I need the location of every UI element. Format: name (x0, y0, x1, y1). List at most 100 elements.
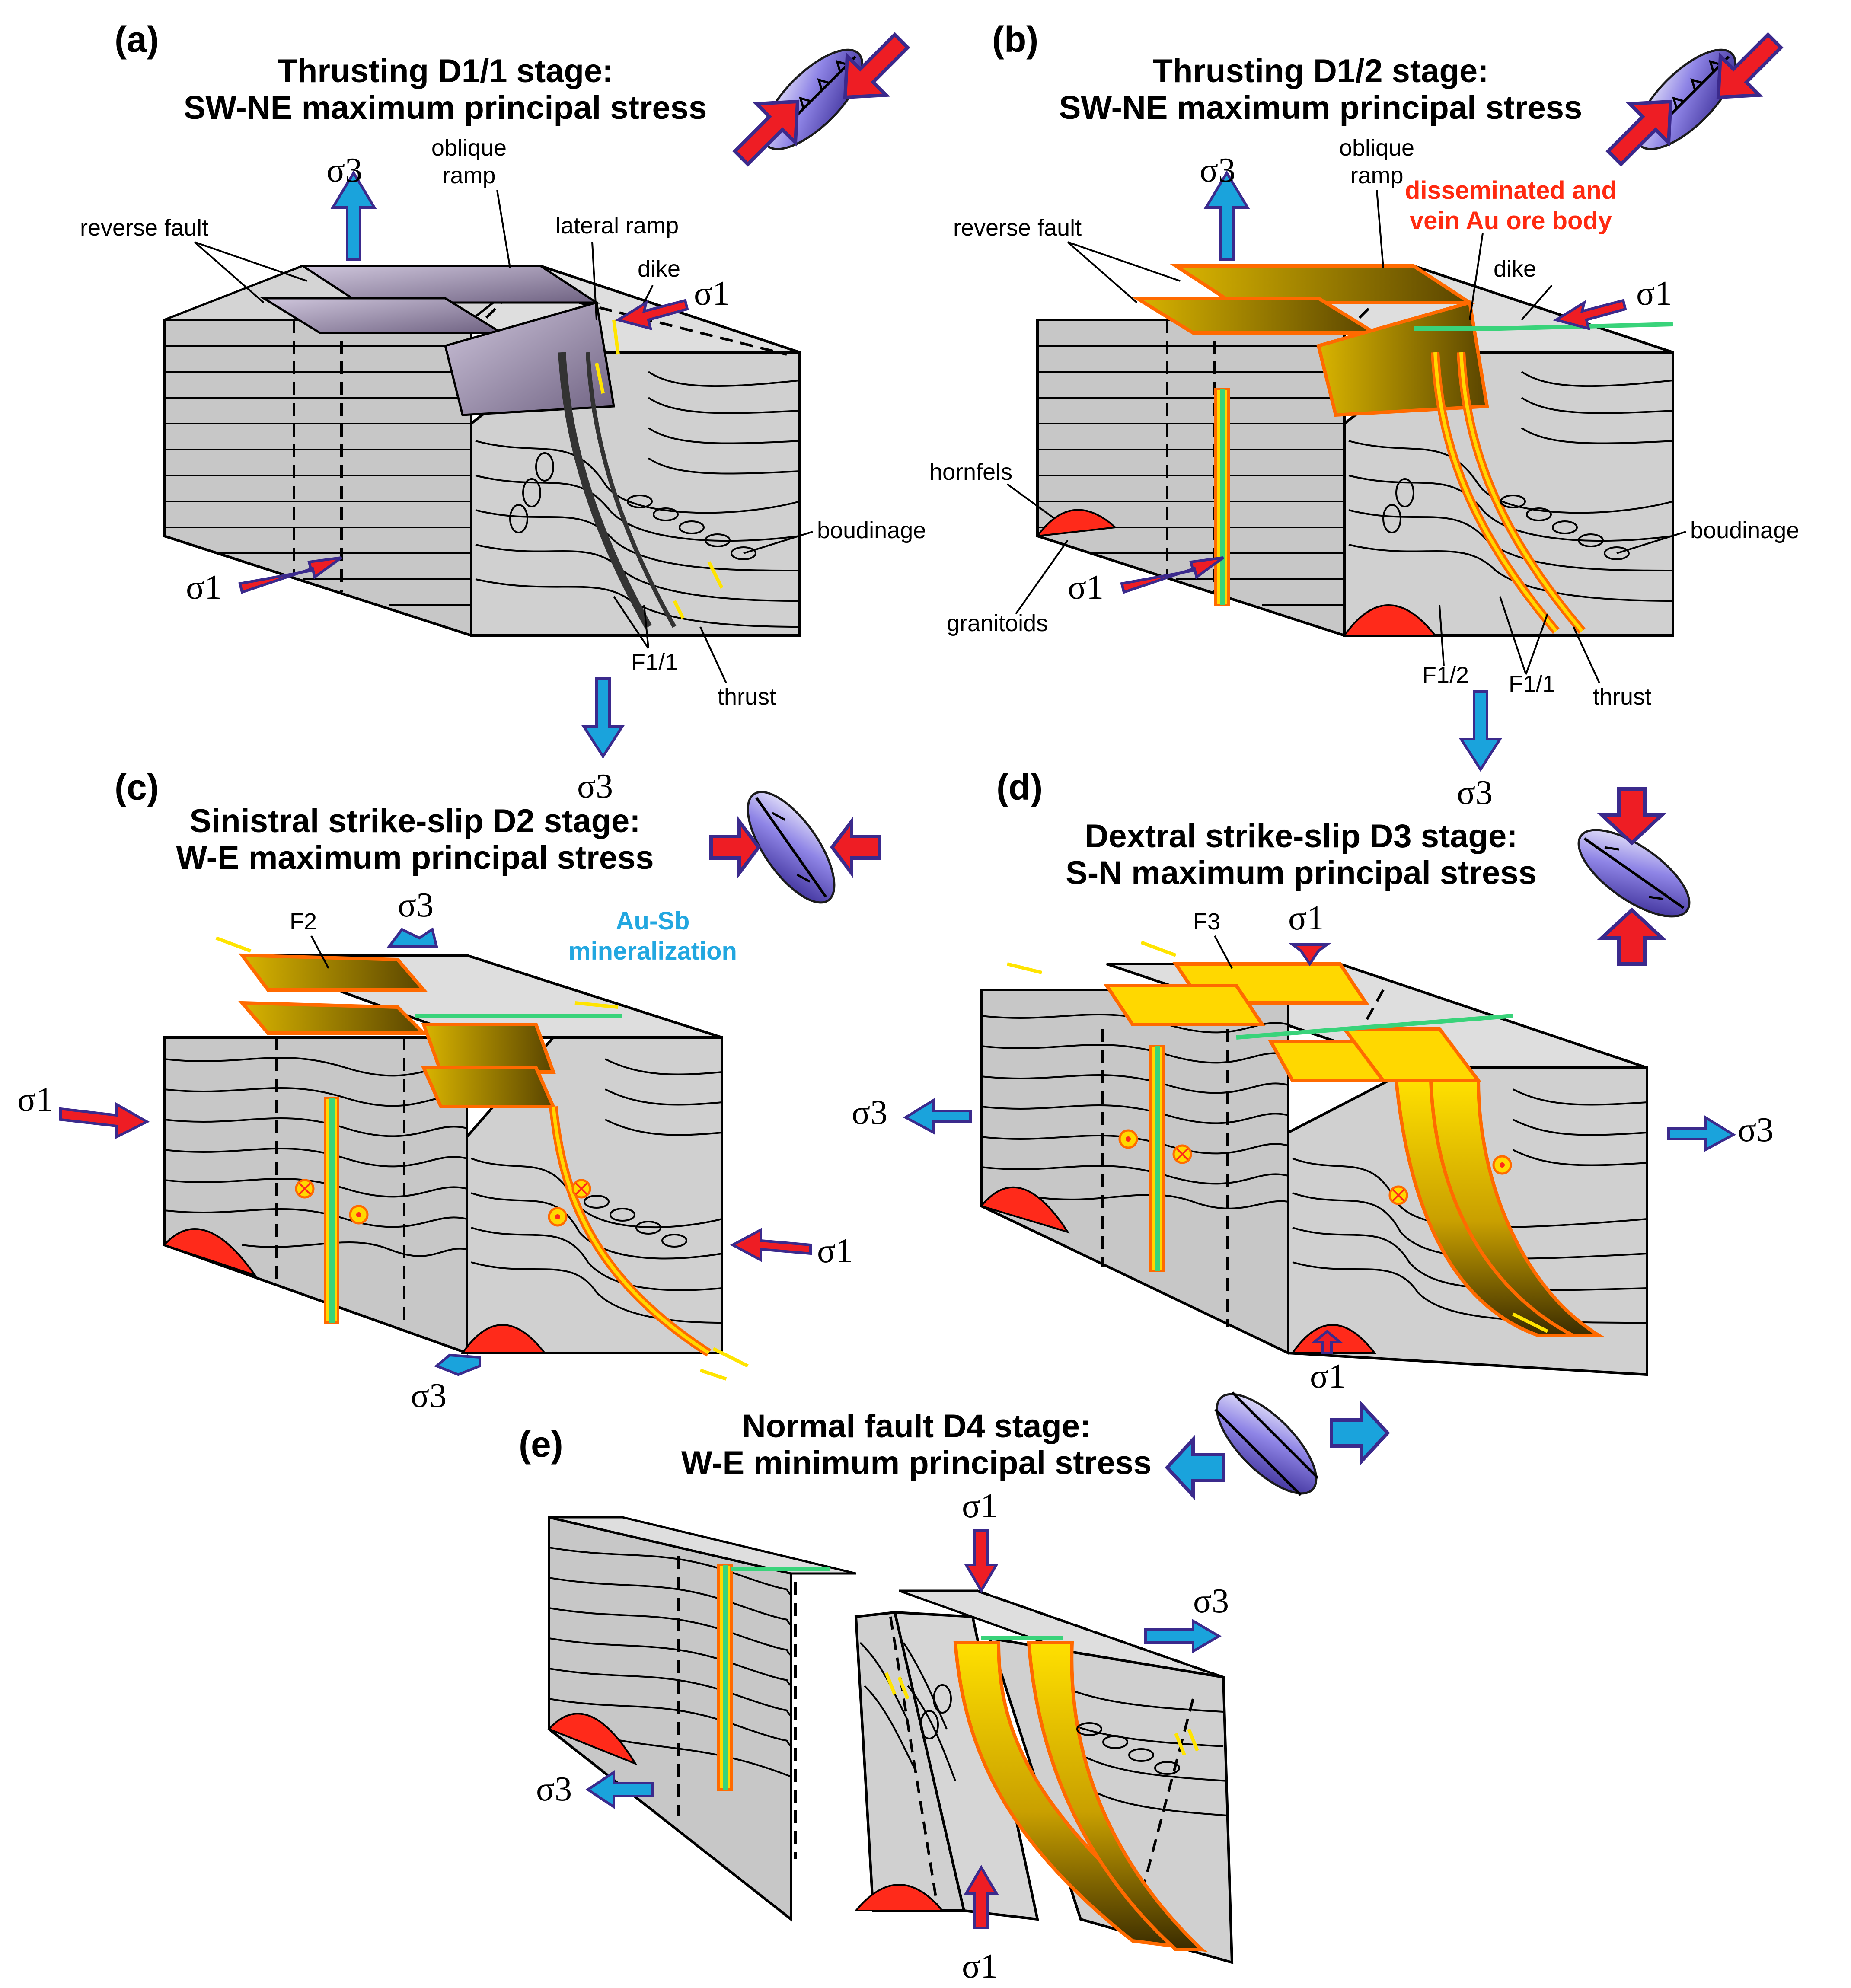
bedding-lines (1037, 345, 1673, 606)
boudinage-chain (920, 1684, 1180, 1775)
label-hornfels: hornfels (929, 459, 1012, 485)
compression-arrow-icon (709, 816, 881, 878)
block-diagram (163, 265, 801, 638)
panel-title-line2: SW-NE maximum principal stress (184, 89, 707, 126)
panel-title-line2: W-E minimum principal stress (681, 1445, 1152, 1481)
boudinage-chain (1382, 478, 1630, 560)
panel-title-line1: Thrusting D1/1 stage: (278, 53, 613, 89)
panel-title-line2: W-E maximum principal stress (176, 839, 654, 876)
sigma1-down-arrow-icon (964, 1529, 999, 1593)
sigma3-down-arrow-icon (1458, 690, 1503, 772)
sigma1-arrow-icon (615, 299, 689, 331)
label-f12: F1/2 (1422, 662, 1469, 688)
stress-ellipse-icon (1577, 829, 1691, 918)
granitoid-body (980, 1186, 1070, 1234)
panel-letter: (d) (996, 767, 1043, 807)
block-diagram (980, 941, 1648, 1376)
sigma1-arrow-icon (730, 1227, 812, 1263)
shear-sense-icon (295, 1179, 591, 1227)
label-boudinage: boudinage (817, 517, 926, 543)
sigma-label: σ3 (536, 1770, 572, 1808)
panel-title-line2: SW-NE maximum principal stress (1059, 89, 1583, 126)
panel-d: (d) Dextral strike-slip D3 stage: S-N ma… (852, 767, 1774, 1395)
sigma-label: σ1 (962, 1947, 998, 1985)
sigma-label: σ1 (694, 274, 730, 313)
sigma1-arrow-icon (59, 1102, 150, 1139)
sigma-label: σ3 (852, 1094, 887, 1132)
sigma1-down-arrow-icon (1289, 943, 1331, 967)
label-lateral-ramp: lateral ramp (555, 213, 679, 239)
sigma-label: σ1 (817, 1232, 853, 1270)
sigma3-up-arrow-icon (386, 927, 438, 948)
sigma-label: σ1 (1068, 568, 1104, 606)
sigma3-left-arrow-icon (585, 1770, 654, 1809)
panel-title-line1: Normal fault D4 stage: (742, 1408, 1091, 1445)
boudinage-chain (584, 1195, 687, 1248)
block-diagram (1035, 264, 1674, 638)
sigma-label: σ1 (1310, 1357, 1346, 1395)
panel-letter: (b) (992, 19, 1038, 60)
block-diagram (547, 1516, 1234, 1965)
compression-arrow-icon (732, 32, 910, 167)
panel-letter: (a) (115, 19, 159, 60)
label-boudinage: boudinage (1690, 517, 1799, 543)
boudinage-chain (509, 452, 756, 560)
sigma3-up-arrow-icon (330, 170, 377, 261)
sigma3-down-arrow-icon (434, 1353, 481, 1376)
sigma-label: σ1 (17, 1081, 53, 1119)
sigma1-up-arrow-icon (964, 1865, 999, 1929)
label-f3: F3 (1193, 909, 1220, 935)
label-reverse-fault: reverse fault (80, 215, 208, 241)
sigma3-up-arrow-icon (1203, 170, 1250, 261)
sigma3-right-arrow-icon (1144, 1618, 1222, 1654)
panel-title-line1: Thrusting D1/2 stage: (1153, 53, 1489, 89)
label-thrust: thrust (718, 684, 776, 710)
block-diagram (163, 936, 749, 1381)
sigma-label: σ3 (577, 767, 613, 805)
granitoid-body (163, 1228, 258, 1277)
panel-b: (b) Thrusting D1/2 stage: SW-NE maximum … (929, 19, 1799, 812)
label-f2: F2 (290, 909, 317, 935)
panel-a: (a) Thrusting D1/1 stage: SW-NE maximum … (80, 19, 926, 805)
dashed-faults (1101, 989, 1385, 1327)
label-f11: F1/1 (1509, 671, 1555, 697)
granitoid-body (854, 1884, 945, 1911)
shear-sense-icon (1118, 1129, 1512, 1205)
stress-ellipse-icon (1214, 1391, 1319, 1496)
granitoid-body (1035, 509, 1117, 537)
sigma3-left-arrow-icon (903, 1098, 972, 1135)
sigma-label: σ3 (398, 886, 434, 924)
panel-title-line1: Sinistral strike-slip D2 stage: (189, 803, 640, 839)
stress-ellipse-icon (747, 791, 836, 904)
label-granitoids: granitoids (947, 610, 1048, 636)
sigma-label: σ3 (1193, 1582, 1229, 1620)
granitoid-body (547, 1713, 638, 1766)
bedding-lines (164, 345, 800, 628)
sigma3-right-arrow-icon (1667, 1115, 1736, 1152)
panel-letter: (e) (519, 1424, 563, 1465)
sigma1-arrow-icon (238, 556, 342, 594)
label-dike: dike (638, 256, 680, 282)
panel-c: (c) Sinistral strike-slip D2 stage: W-E … (17, 767, 881, 1415)
panel-title-line1: Dextral strike-slip D3 stage: (1085, 818, 1517, 855)
sigma1-arrow-icon (1553, 299, 1627, 331)
sigma-label: σ3 (411, 1377, 447, 1415)
sigma-label: σ3 (1738, 1111, 1774, 1149)
extension-arrow-icon (1165, 1400, 1390, 1500)
label-thrust: thrust (1593, 684, 1651, 710)
panel-letter: (c) (115, 767, 159, 807)
dashed-faults (275, 1037, 405, 1327)
compression-arrow-icon (1605, 32, 1784, 167)
sigma3-down-arrow-icon (581, 677, 625, 759)
sigma-label: σ3 (326, 151, 362, 189)
label-dike: dike (1494, 256, 1536, 282)
sigma-label: σ1 (1636, 274, 1672, 313)
granitoid-body (1343, 604, 1437, 636)
leader-lines (1006, 190, 1686, 683)
sigma-label: σ3 (1457, 774, 1493, 812)
sigma-label: σ1 (186, 568, 222, 606)
